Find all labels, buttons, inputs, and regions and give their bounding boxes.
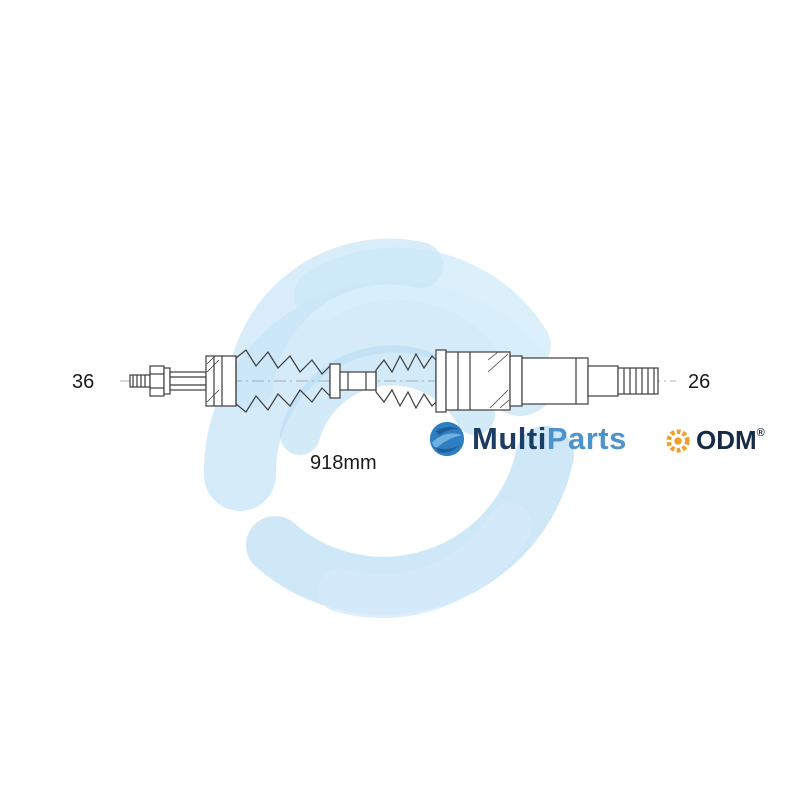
mid-shaft (329, 363, 377, 399)
shaft-length-label: 918mm (310, 452, 377, 474)
odm-word: ODM (696, 425, 757, 455)
multiparts-word-multi: Multi (472, 421, 547, 456)
multiparts-logo: MultiParts (428, 420, 627, 458)
right-joint-housing (435, 349, 511, 413)
left-joint-housing (205, 355, 237, 407)
left-spline-count-label: 36 (72, 371, 95, 393)
odm-logo: ODM® (664, 426, 765, 455)
right-spline-count-label: 26 (688, 371, 711, 393)
odm-gear-icon (666, 429, 690, 453)
odm-wordmark: ODM® (696, 426, 765, 454)
watermark-swirl-graphic (203, 238, 574, 619)
logo-row: MultiParts ODM® (0, 208, 800, 457)
right-shaft-sections (509, 355, 659, 407)
multiparts-word-parts: Parts (546, 421, 627, 456)
left-threaded-stub (129, 365, 207, 397)
multiparts-wordmark: MultiParts (472, 420, 627, 458)
multiparts-globe-icon (429, 421, 465, 457)
driveshaft-drawing (120, 349, 676, 413)
odm-registered-mark: ® (756, 427, 765, 439)
